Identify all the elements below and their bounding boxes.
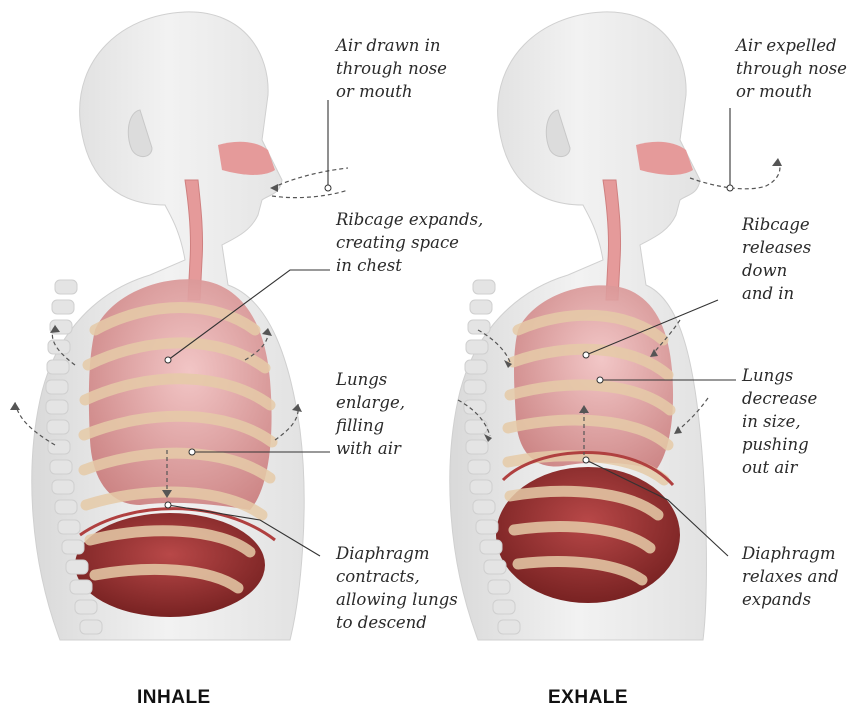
exhale-figure: [450, 12, 782, 640]
inhale-diaphragm-label: Diaphragm contracts, allowing lungs to d…: [336, 542, 458, 634]
inhale-air-label: Air drawn in through nose or mouth: [336, 34, 447, 103]
inhale-ribcage-label: Ribcage expands, creating space in chest: [336, 208, 483, 277]
exhale-air-label: Air expelled through nose or mouth: [736, 34, 847, 103]
inhale-nasal-cavity: [218, 142, 275, 175]
exhale-diaphragm-label: Diaphragm relaxes and expands: [742, 542, 839, 611]
exhale-nasal-cavity: [636, 142, 693, 175]
inhale-caption: INHALE: [137, 687, 211, 709]
exhale-lungs-label: Lungs decrease in size, pushing out air: [742, 364, 817, 479]
inhale-lungs-label: Lungs enlarge, filling with air: [336, 368, 405, 460]
exhale-caption: EXHALE: [548, 687, 628, 709]
inhale-figure: [10, 12, 348, 640]
exhale-ribcage-label: Ribcage releases down and in: [742, 213, 811, 305]
